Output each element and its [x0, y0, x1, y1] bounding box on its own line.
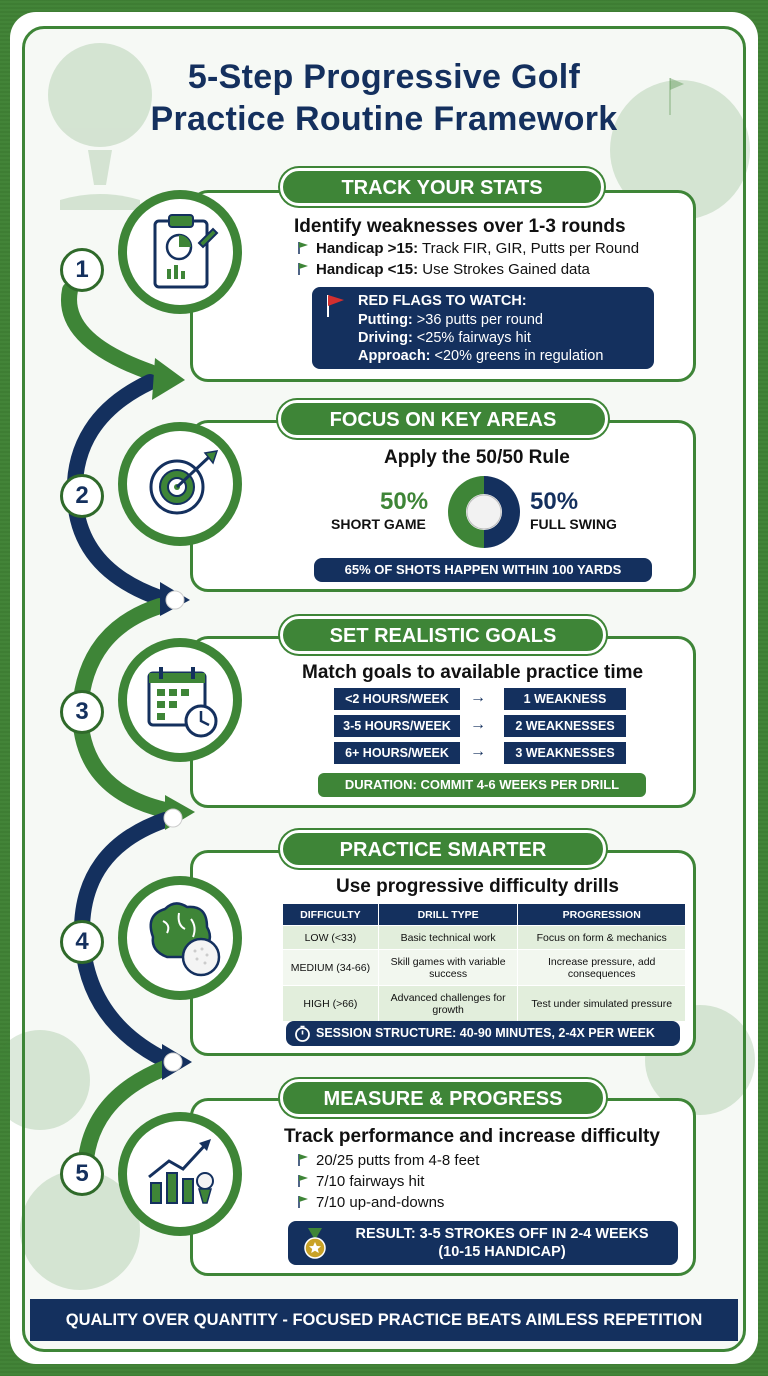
arrow-right-icon: →: [470, 743, 486, 760]
golf-ball-decoration-icon: [48, 43, 152, 147]
stopwatch-icon: [295, 1025, 310, 1042]
arrowhead-1: [152, 358, 185, 400]
clipboard-chart-icon: [153, 214, 219, 289]
step-1-subtitle: Identify weaknesses over 1-3 rounds: [294, 216, 626, 237]
goal-tag: 1 WEAKNESS: [504, 688, 626, 710]
step-4-subtitle: Use progressive difficulty drills: [336, 876, 619, 897]
flag-icon: [298, 1196, 308, 1208]
title-line-2: Practice Routine Framework: [150, 100, 618, 138]
result-line-1: RESULT: 3-5 STROKES OFF IN 2-4 WEEKS: [355, 1226, 649, 1242]
path-segment-1: [61, 282, 158, 380]
page-title: 5-Step Progressive Golf Practice Routine…: [0, 56, 768, 140]
flag-icon: [298, 1154, 308, 1166]
table-row: LOW (<33) Basic technical work Focus on …: [282, 925, 686, 950]
golf-ball-icon: [466, 494, 502, 530]
step-2-number: 2: [60, 474, 104, 518]
step-1-icon-circle: [118, 190, 242, 314]
table-cell: Skill games with variable success: [377, 949, 519, 986]
step-1-bullet: Handicap >15: Track FIR, GIR, Putts per …: [296, 240, 639, 257]
step-2-icon-circle: [118, 422, 242, 546]
step-2-heading: FOCUS ON KEY AREAS: [278, 400, 608, 438]
step-5-bullet: 7/10 up-and-downs: [296, 1194, 444, 1211]
table-row: MEDIUM (34-66) Skill games with variable…: [282, 949, 686, 986]
title-line-1: 5-Step Progressive Golf: [187, 58, 581, 96]
footer-banner: QUALITY OVER QUANTITY - FOCUSED PRACTICE…: [30, 1299, 738, 1341]
red-flags-box: RED FLAGS TO WATCH: Putting: >36 putts p…: [312, 287, 654, 369]
step-4-number: 4: [60, 920, 104, 964]
golf-ball-marker: [165, 590, 185, 610]
step-4-note-box: SESSION STRUCTURE: 40-90 MINUTES, 2-4X P…: [286, 1021, 680, 1046]
brain-golf-ball-icon: [149, 902, 221, 977]
red-flag-icon: [327, 295, 344, 317]
table-header-row: DIFFICULTY DRILL TYPE PROGRESSION: [282, 903, 686, 926]
step-4-heading: PRACTICE SMARTER: [280, 830, 606, 868]
full-swing-half: [484, 476, 520, 548]
golf-ball-marker: [163, 1052, 183, 1072]
table-cell: Test under simulated pressure: [517, 985, 686, 1022]
result-text: RESULT: 3-5 STROKES OFF IN 2-4 WEEKS (10…: [334, 1225, 670, 1261]
short-game-pct: 50%: [380, 488, 429, 515]
goal-tag: 2 WEAKNESSES: [504, 715, 626, 737]
step-2-subtitle: Apply the 50/50 Rule: [384, 447, 570, 468]
table-cell: LOW (<33): [282, 925, 379, 950]
table-cell: Focus on form & mechanics: [517, 925, 686, 950]
step-1-number: 1: [60, 248, 104, 292]
result-box: RESULT: 3-5 STROKES OFF IN 2-4 WEEKS (10…: [288, 1221, 678, 1265]
growth-chart-golf-icon: [148, 1139, 214, 1204]
golf-ball-marker: [163, 808, 183, 828]
goal-tag: 3 WEAKNESSES: [504, 742, 626, 764]
short-game-label: SHORT GAME: [331, 516, 426, 532]
table-cell: HIGH (>66): [282, 985, 379, 1022]
red-flag-item: Putting: >36 putts per round: [358, 312, 543, 328]
step-3-number: 3: [60, 690, 104, 734]
arrow-right-icon: →: [470, 689, 486, 706]
table-cell: Increase pressure, add consequences: [517, 949, 686, 986]
golf-tee-decoration-icon: [88, 150, 112, 185]
step-3-icon-circle: [118, 638, 242, 762]
full-swing-pct: 50%: [530, 488, 579, 515]
step-2-note: 65% OF SHOTS HAPPEN WITHIN 100 YARDS: [314, 558, 652, 582]
table-row: HIGH (>66) Advanced challenges for growt…: [282, 985, 686, 1022]
table-cell: MEDIUM (34-66): [282, 949, 379, 986]
table-cell: Basic technical work: [377, 925, 519, 950]
step-1-bullet: Handicap <15: Use Strokes Gained data: [296, 261, 590, 278]
step-3-note: DURATION: COMMIT 4-6 WEEKS PER DRILL: [318, 773, 646, 797]
step-5-subtitle: Track performance and increase difficult…: [284, 1126, 660, 1147]
step-5-bullet: 20/25 putts from 4-8 feet: [296, 1152, 479, 1169]
step-5-bullet: 7/10 fairways hit: [296, 1173, 424, 1190]
flag-icon: [298, 242, 308, 254]
time-tag: 3-5 HOURS/WEEK: [334, 715, 460, 737]
step-5-heading: MEASURE & PROGRESS: [280, 1079, 606, 1117]
table-header: DRILL TYPE: [377, 903, 519, 926]
table-header: DIFFICULTY: [282, 903, 379, 926]
green-decoration: [610, 80, 750, 220]
red-flag-item: Approach: <20% greens in regulation: [358, 348, 604, 364]
step-1-heading: TRACK YOUR STATS: [280, 168, 604, 206]
result-line-2: (10-15 HANDICAP): [438, 1244, 566, 1260]
step-5-number: 5: [60, 1152, 104, 1196]
drill-table: DIFFICULTY DRILL TYPE PROGRESSION LOW (<…: [282, 903, 686, 1022]
step-5-icon-circle: [118, 1112, 242, 1236]
step-4-note: SESSION STRUCTURE: 40-90 MINUTES, 2-4X P…: [316, 1026, 655, 1040]
step-3-heading: SET REALISTIC GOALS: [280, 616, 606, 654]
time-tag: 6+ HOURS/WEEK: [334, 742, 460, 764]
flag-icon: [298, 263, 308, 275]
full-swing-label: FULL SWING: [530, 516, 617, 532]
short-game-half: [448, 476, 484, 548]
red-flag-item: Driving: <25% fairways hit: [358, 330, 531, 346]
red-flags-title: RED FLAGS TO WATCH:: [358, 293, 527, 309]
medal-icon: [304, 1228, 326, 1259]
table-cell: Advanced challenges for growth: [377, 985, 519, 1022]
step-3-subtitle: Match goals to available practice time: [302, 662, 644, 683]
flag-icon: [298, 1175, 308, 1187]
calendar-clock-icon: [147, 667, 218, 738]
arrow-right-icon: →: [470, 716, 486, 733]
target-dart-icon: [149, 450, 219, 515]
step-4-icon-circle: [118, 876, 242, 1000]
split-donut-chart: [448, 476, 520, 548]
table-header: PROGRESSION: [517, 903, 686, 926]
time-tag: <2 HOURS/WEEK: [334, 688, 460, 710]
